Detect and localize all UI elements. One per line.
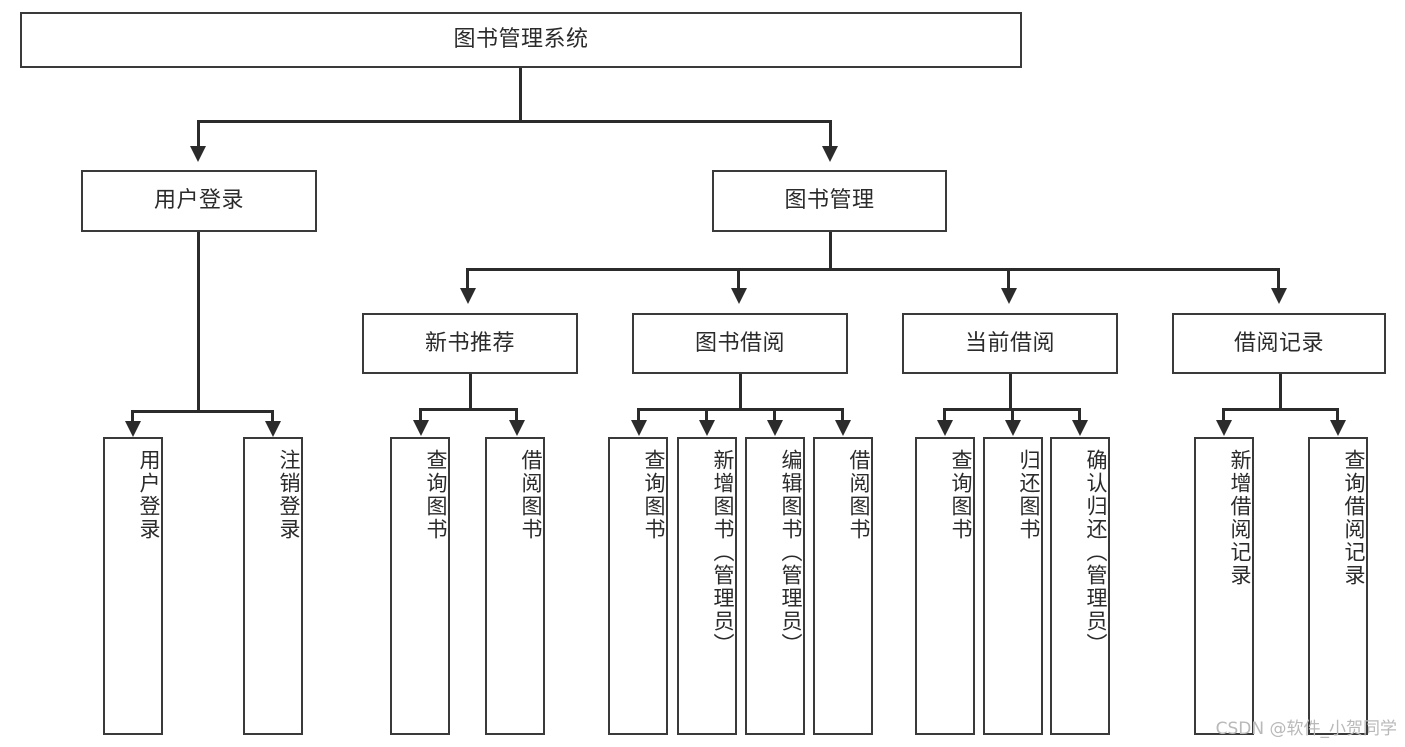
connector-root-to-user-login (197, 120, 200, 148)
leaf-user-login-logout[interactable]: 注销登录 (243, 437, 303, 735)
arrow-user-login-leaf-2 (265, 421, 281, 437)
node-user-login[interactable]: 用户登录 (81, 170, 317, 232)
connector-book-mgmt-drop-2 (737, 268, 740, 290)
connector-book-borrow-drop-4 (841, 408, 844, 422)
connector-book-mgmt-bus (466, 268, 1280, 271)
connector-book-borrow-stem (739, 374, 742, 410)
node-label: 查询借阅记录 (1342, 449, 1366, 587)
connector-borrow-record-stem (1279, 374, 1282, 410)
connector-root-bus (197, 120, 831, 123)
connector-user-login-drop-1 (131, 410, 134, 424)
node-label: 借阅记录 (1233, 330, 1324, 356)
connector-current-borrow-stem (1009, 374, 1012, 410)
arrow-book-mgmt-child-1 (460, 288, 476, 304)
node-label: 图书管理 (784, 188, 875, 214)
arrow-new-book-leaf-1 (413, 420, 429, 436)
node-new-book-recommend[interactable]: 新书推荐 (362, 313, 578, 374)
node-book-borrow[interactable]: 图书借阅 (632, 313, 848, 374)
leaf-borrow-record-query[interactable]: 查询借阅记录 (1308, 437, 1368, 735)
leaf-current-borrow-return[interactable]: 归还图书 (983, 437, 1043, 735)
arrow-root-to-book-mgmt (822, 146, 838, 162)
connector-book-borrow-bus (637, 408, 843, 411)
connector-user-login-stem (197, 232, 200, 412)
connector-book-mgmt-drop-1 (466, 268, 469, 290)
node-label: 新书推荐 (424, 330, 515, 356)
arrow-current-borrow-leaf-2 (1005, 420, 1021, 436)
leaf-book-borrow-edit[interactable]: 编辑图书（管理员） (745, 437, 805, 735)
connector-new-book-stem (469, 374, 472, 410)
connector-borrow-record-bus (1222, 408, 1338, 411)
node-current-borrow[interactable]: 当前借阅 (902, 313, 1118, 374)
arrow-borrow-record-leaf-2 (1330, 420, 1346, 436)
node-label: 编辑图书（管理员） (779, 449, 803, 656)
arrow-book-borrow-leaf-2 (699, 420, 715, 436)
arrow-book-borrow-leaf-3 (767, 420, 783, 436)
leaf-borrow-record-add[interactable]: 新增借阅记录 (1194, 437, 1254, 735)
arrow-book-borrow-leaf-1 (631, 420, 647, 436)
arrow-book-mgmt-child-3 (1001, 288, 1017, 304)
connector-new-book-bus (419, 408, 517, 411)
leaf-new-book-query[interactable]: 查询图书 (390, 437, 450, 735)
node-label: 借阅图书 (519, 449, 543, 541)
node-root-system[interactable]: 图书管理系统 (20, 12, 1022, 68)
leaf-user-login-login[interactable]: 用户登录 (103, 437, 163, 735)
node-label: 用户登录 (153, 188, 244, 214)
node-label: 当前借阅 (964, 330, 1055, 356)
node-label: 查询图书 (949, 449, 973, 541)
leaf-book-borrow-borrow[interactable]: 借阅图书 (813, 437, 873, 735)
arrow-user-login-leaf-1 (125, 421, 141, 437)
node-borrow-record[interactable]: 借阅记录 (1172, 313, 1386, 374)
connector-book-mgmt-drop-3 (1007, 268, 1010, 290)
leaf-current-borrow-confirm[interactable]: 确认归还（管理员） (1050, 437, 1110, 735)
arrow-book-mgmt-child-4 (1271, 288, 1287, 304)
node-label: 新增借阅记录 (1228, 449, 1252, 587)
node-label: 查询图书 (642, 449, 666, 541)
arrow-root-to-user-login (190, 146, 206, 162)
connector-new-book-drop-2 (515, 408, 518, 422)
connector-new-book-drop-1 (419, 408, 422, 422)
connector-book-borrow-drop-3 (773, 408, 776, 422)
node-label: 查询图书 (424, 449, 448, 541)
node-label: 确认归还（管理员） (1084, 449, 1108, 656)
connector-current-borrow-drop-3 (1078, 408, 1081, 422)
leaf-new-book-borrow[interactable]: 借阅图书 (485, 437, 545, 735)
leaf-book-borrow-add[interactable]: 新增图书（管理员） (677, 437, 737, 735)
connector-user-login-bus (131, 410, 273, 413)
connector-root-to-book-mgmt (829, 120, 832, 148)
connector-book-borrow-drop-2 (705, 408, 708, 422)
connector-root-stem (519, 68, 522, 120)
connector-borrow-record-drop-1 (1222, 408, 1225, 422)
connector-borrow-record-drop-2 (1336, 408, 1339, 422)
connector-book-borrow-drop-1 (637, 408, 640, 422)
arrow-new-book-leaf-2 (509, 420, 525, 436)
node-label: 图书管理系统 (453, 27, 589, 53)
connector-current-borrow-drop-2 (1011, 408, 1014, 422)
arrow-current-borrow-leaf-1 (937, 420, 953, 436)
arrow-book-borrow-leaf-4 (835, 420, 851, 436)
node-book-management[interactable]: 图书管理 (712, 170, 947, 232)
arrow-current-borrow-leaf-3 (1072, 420, 1088, 436)
connector-current-borrow-drop-1 (943, 408, 946, 422)
node-label: 注销登录 (277, 449, 301, 541)
leaf-current-borrow-query[interactable]: 查询图书 (915, 437, 975, 735)
leaf-book-borrow-query[interactable]: 查询图书 (608, 437, 668, 735)
node-label: 图书借阅 (694, 330, 785, 356)
connector-user-login-drop-2 (271, 410, 274, 424)
node-label: 新增图书（管理员） (711, 449, 735, 656)
node-label: 借阅图书 (847, 449, 871, 541)
connector-book-mgmt-drop-4 (1277, 268, 1280, 290)
arrow-book-mgmt-child-2 (731, 288, 747, 304)
node-label: 用户登录 (137, 449, 161, 541)
connector-current-borrow-bus (943, 408, 1078, 411)
node-label: 归还图书 (1017, 449, 1041, 541)
connector-book-mgmt-stem (829, 232, 832, 270)
arrow-borrow-record-leaf-1 (1216, 420, 1232, 436)
